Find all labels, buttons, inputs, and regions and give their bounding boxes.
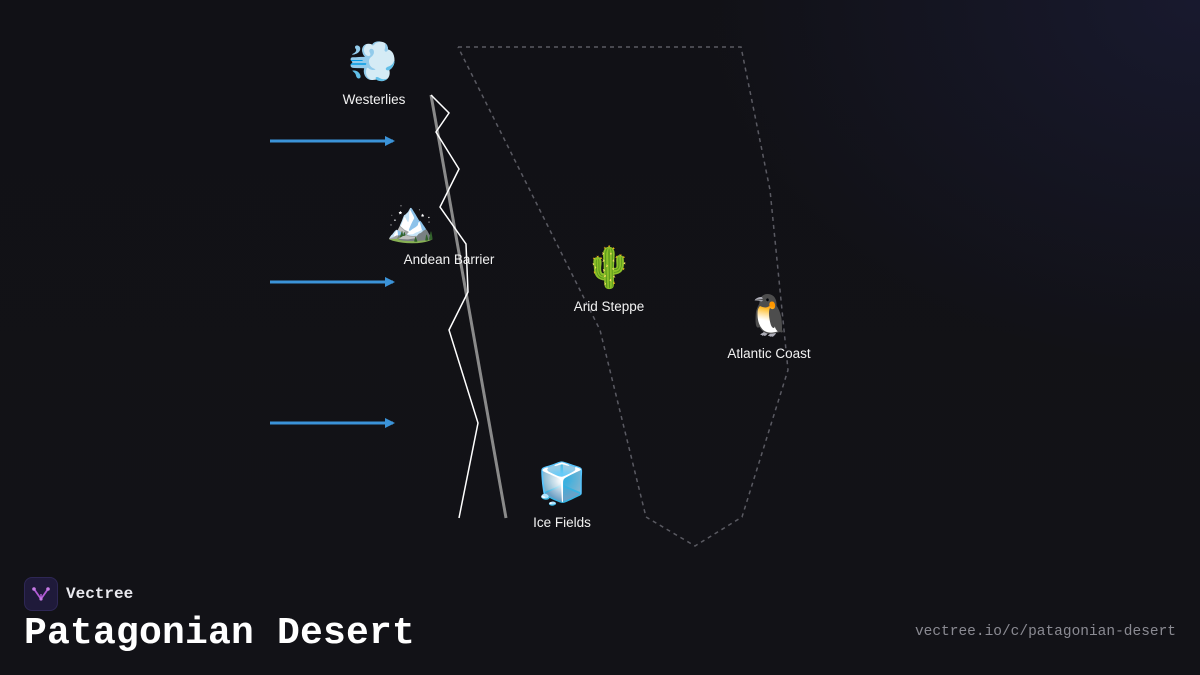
node-andean-barrier: 🏔️ Andean Barrier [386, 199, 495, 267]
brand[interactable]: Vectree [24, 577, 133, 611]
andes-ridge-line [430, 94, 479, 519]
mountain-icon: 🏔️ [386, 199, 436, 245]
node-ice-fields: 🧊 Ice Fields [533, 460, 591, 530]
node-arid-steppe: 🌵 Arid Steppe [574, 244, 645, 314]
node-label: Atlantic Coast [727, 346, 811, 361]
node-label: Arid Steppe [574, 299, 645, 314]
penguin-icon: 🐧 [744, 292, 794, 339]
node-label: Westerlies [343, 92, 406, 107]
node-label: Ice Fields [533, 515, 591, 530]
node-label: Andean Barrier [404, 252, 495, 267]
wind-icon: 💨 [348, 39, 398, 85]
node-atlantic-coast: 🐧 Atlantic Coast [727, 292, 811, 361]
cactus-icon: 🌵 [584, 244, 634, 291]
region-outline [457, 46, 789, 547]
page-title: Patagonian Desert [24, 612, 416, 655]
ice-cube-icon: 🧊 [537, 460, 587, 507]
rain-shadow-line [429, 94, 508, 519]
vectree-logo-icon [24, 577, 58, 611]
page-url[interactable]: vectree.io/c/patagonian-desert [914, 624, 1176, 640]
brand-name: Vectree [66, 585, 134, 603]
node-westerlies: 💨 Westerlies [343, 39, 406, 107]
